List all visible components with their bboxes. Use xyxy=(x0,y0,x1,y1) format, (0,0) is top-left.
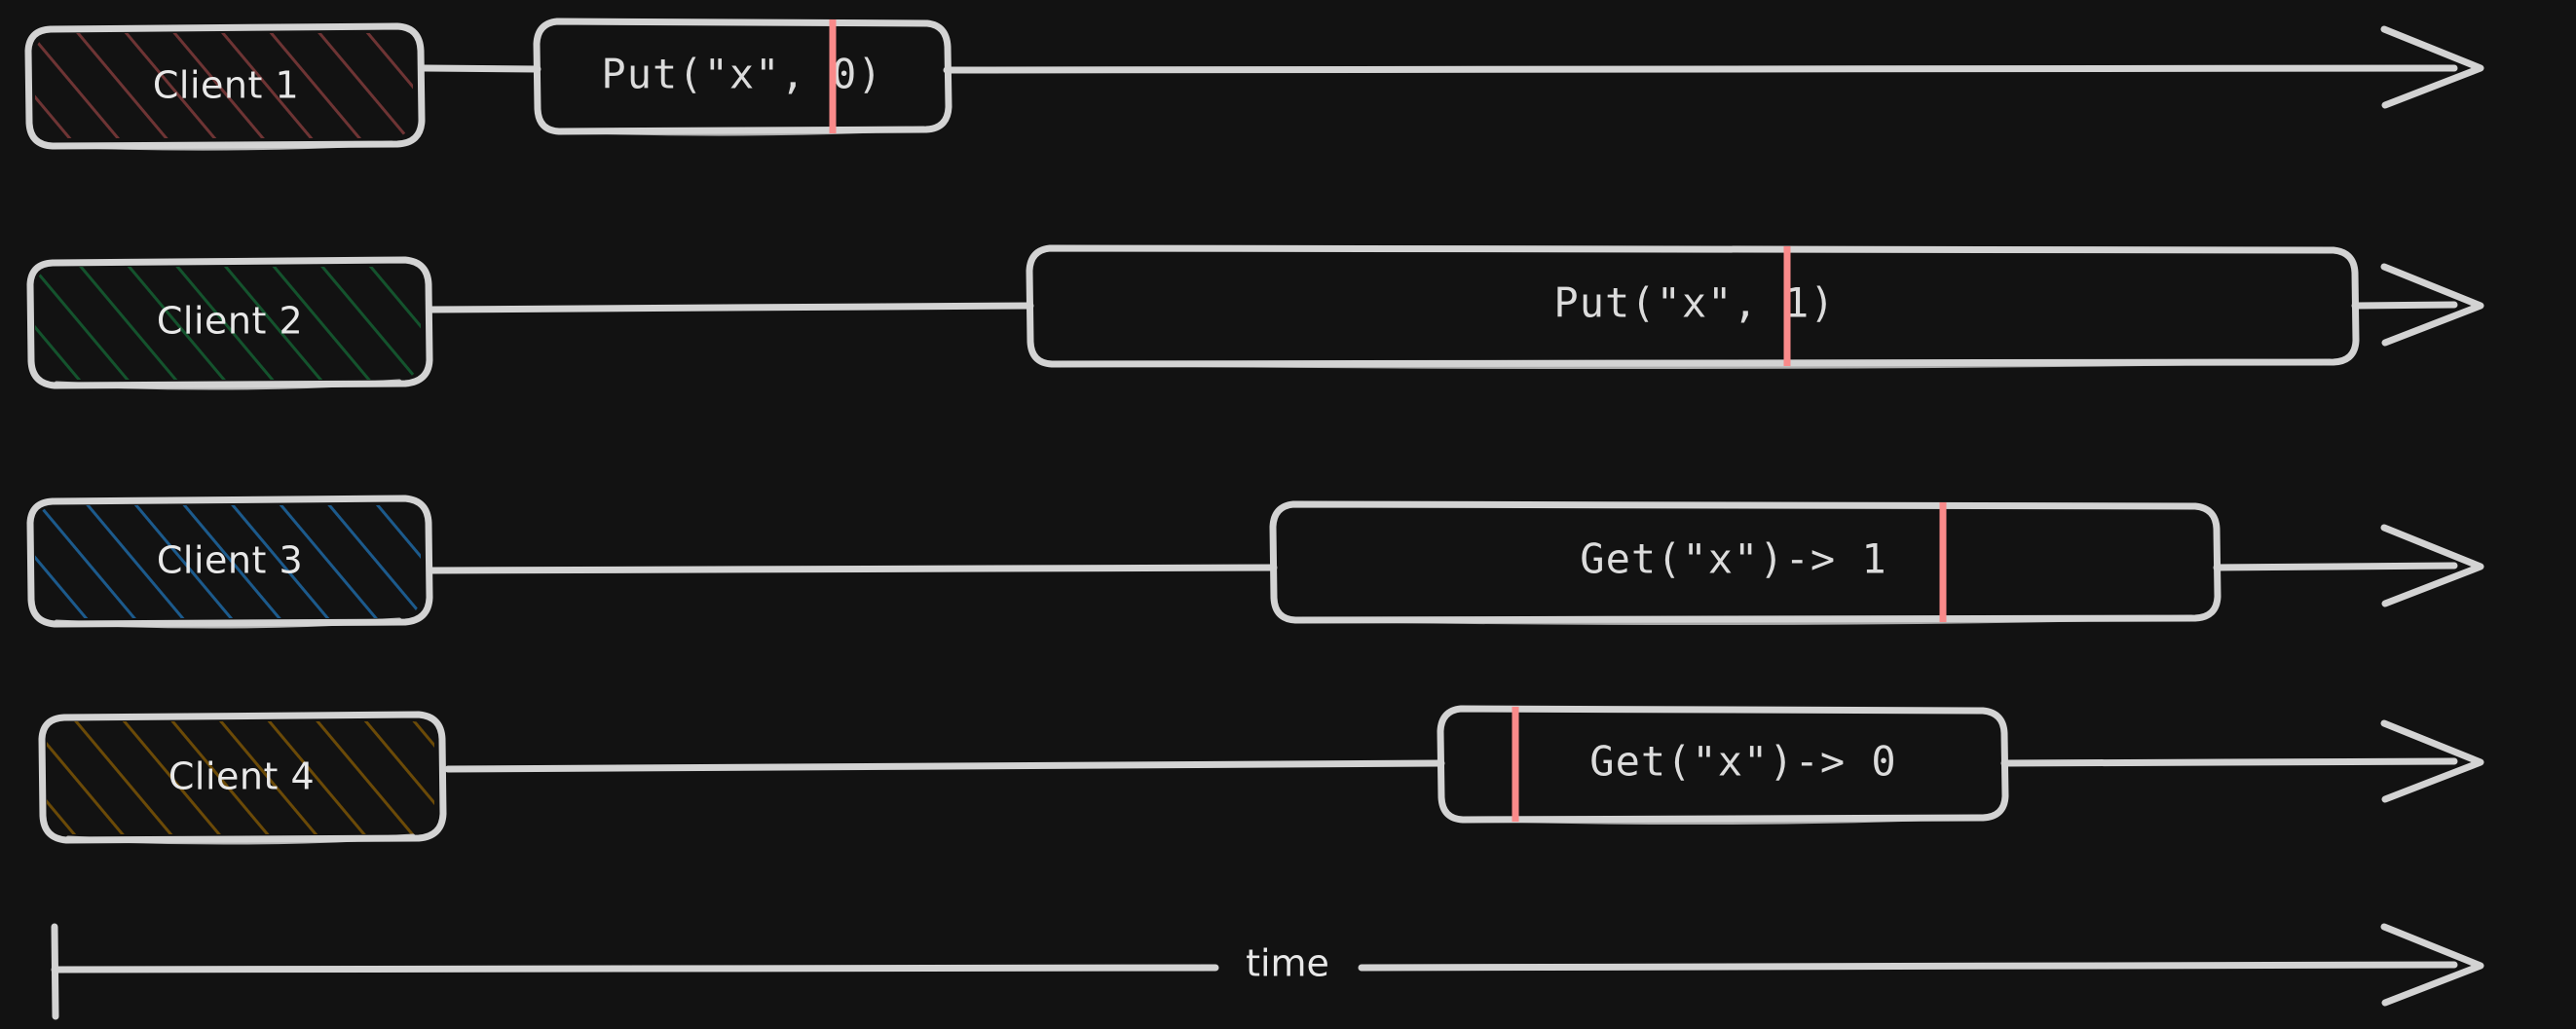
lifeline-1 xyxy=(421,64,541,73)
operation-box-3-outline xyxy=(1269,500,2221,624)
client-badge-1-fill xyxy=(35,33,413,138)
client-badge-2-label: Client 2 xyxy=(157,300,303,343)
operation-box-get-x-1[interactable]: Get("x")-> 1 xyxy=(1269,500,2221,626)
lifeline-3-tail xyxy=(2213,562,2458,571)
client-badge-2-fill xyxy=(35,267,421,380)
arrowhead-icon-time xyxy=(2380,923,2484,1007)
client-badge-3[interactable]: Client 3 xyxy=(26,495,433,629)
lifeline-3 xyxy=(429,564,1278,574)
client-badge-1-label: Client 1 xyxy=(153,64,299,107)
lifeline-2-tail xyxy=(2351,301,2458,310)
operation-box-get-x-0[interactable]: Get("x")-> 0 xyxy=(1437,705,2009,826)
client-badge-3-outline-2 xyxy=(54,617,402,629)
time-axis-label: time xyxy=(1246,942,1329,985)
client-row-4: Client 4 Get("x")-> 0 xyxy=(38,705,2484,845)
operation-box-2-label: Put("x", 1) xyxy=(1553,279,1835,327)
arrowhead-icon-1 xyxy=(2380,25,2484,109)
arrowhead-icon-3 xyxy=(2380,524,2484,607)
client-badge-4-outline xyxy=(38,711,447,844)
operation-box-1-outline-2 xyxy=(558,126,926,136)
lifeline-4 xyxy=(444,759,1445,773)
client-badge-1[interactable]: Client 1 xyxy=(24,22,426,151)
operation-box-put-x-0[interactable]: Put("x", 0) xyxy=(533,18,952,136)
client-row-3: Client 3 Get("x")-> 1 xyxy=(26,495,2484,629)
client-badge-2-outline xyxy=(26,256,433,389)
time-axis-line-right xyxy=(1358,961,2458,972)
time-axis: time xyxy=(51,923,2484,1020)
operation-box-4-outline-2 xyxy=(1462,814,1982,826)
operation-box-4-label: Get("x")-> 0 xyxy=(1589,738,1896,786)
client-badge-3-label: Client 3 xyxy=(157,539,303,582)
operation-box-1-label: Put("x", 0) xyxy=(601,51,882,98)
client-badge-4-outline-2 xyxy=(65,833,416,845)
operation-box-2-outline-2 xyxy=(1051,358,2333,370)
arrowhead-icon-4 xyxy=(2380,719,2484,803)
client-row-2: Client 2 Put("x", 1) xyxy=(26,244,2484,390)
lifeline-2 xyxy=(429,302,1034,313)
operation-box-1-outline xyxy=(533,18,952,135)
lifeline-4-tail xyxy=(2000,757,2458,767)
arrowhead-icon-2 xyxy=(2380,263,2484,347)
client-badge-1-outline-2 xyxy=(52,140,394,151)
operation-box-3-label: Get("x")-> 1 xyxy=(1580,535,1886,583)
client-badge-4[interactable]: Client 4 xyxy=(38,711,447,845)
operation-box-3-outline-2 xyxy=(1294,614,2194,626)
operation-box-4-outline xyxy=(1437,705,2009,824)
lifeline-1-tail xyxy=(943,64,2458,74)
client-badge-2-outline-2 xyxy=(54,379,402,390)
client-badge-2[interactable]: Client 2 xyxy=(26,256,433,390)
client-badge-4-label: Client 4 xyxy=(168,755,315,798)
client-badge-1-outline xyxy=(24,22,426,150)
client-row-1: Client 1 Put("x", 0) xyxy=(24,18,2484,151)
client-badge-3-fill xyxy=(35,505,421,618)
operation-box-2-outline xyxy=(1026,244,2360,368)
client-badge-4-fill xyxy=(47,721,434,834)
client-badge-3-outline xyxy=(26,495,433,628)
operation-box-put-x-1[interactable]: Put("x", 1) xyxy=(1026,244,2360,370)
time-axis-line-left xyxy=(51,964,1219,974)
